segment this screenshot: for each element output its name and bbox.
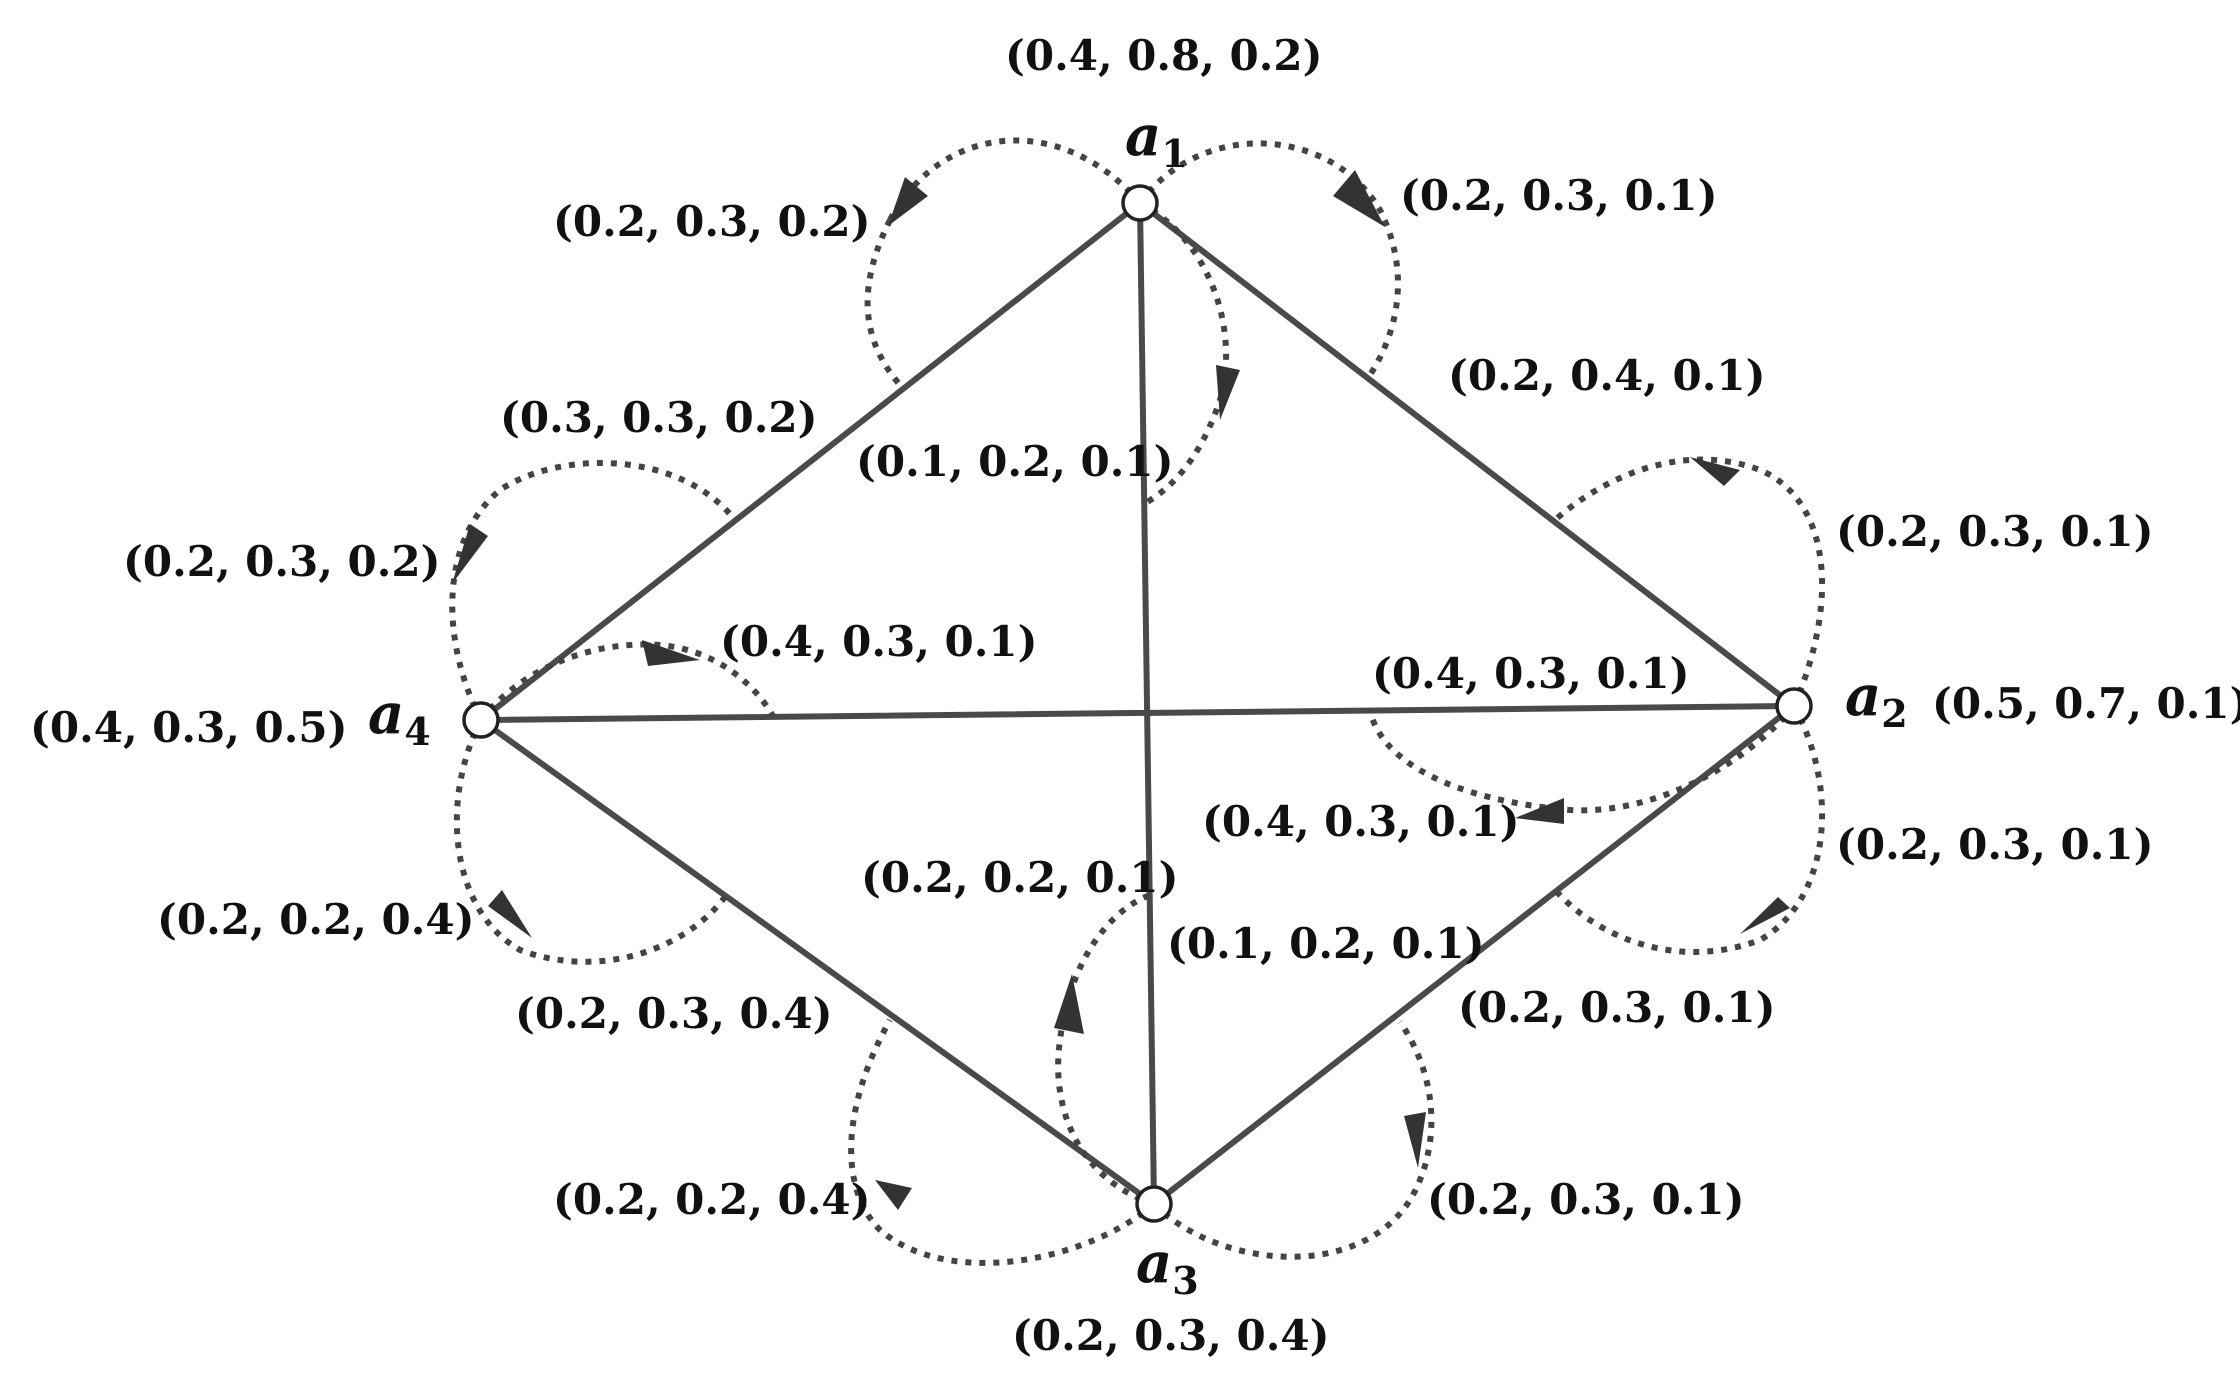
edge-a3-a4	[478, 717, 1157, 1207]
vertex-a4-node	[462, 701, 500, 739]
arc-a1-left-tail	[864, 218, 903, 387]
edge-a1-a2	[1137, 200, 1797, 709]
arc-a4-inner-label: (0.4, 0.3, 0.1)	[720, 617, 1037, 666]
vertex-a4-value: (0.4, 0.3, 0.5)	[30, 703, 347, 752]
vertex-a3-name: a3	[1136, 1230, 1199, 1303]
arc-a4-lower	[453, 718, 733, 965]
arc-a4-upper-arrowhead	[452, 524, 488, 584]
arc-a3-left-arrowhead	[875, 1180, 912, 1210]
arc-a1-left-arrowhead	[888, 177, 928, 226]
edge-a1-a4	[478, 200, 1143, 723]
edge-a2-a4	[478, 703, 1797, 723]
arc-a4-upper	[449, 460, 738, 722]
arc-a4-lower-label: (0.2, 0.2, 0.4)	[157, 895, 474, 944]
edge-a3-a4-label: (0.2, 0.3, 0.4)	[515, 989, 832, 1038]
arc-a3-left-label: (0.2, 0.2, 0.4)	[553, 1175, 870, 1224]
vertex-a2-name: a2	[1845, 663, 1908, 736]
vertex-a1-value: (0.4, 0.8, 0.2)	[1005, 31, 1322, 80]
arc-a2-inner-arrowhead	[1515, 798, 1564, 824]
edge-a2-a3	[1151, 703, 1797, 1207]
arc-a1-down-arrowhead	[1216, 365, 1240, 420]
arc-a2-lower-label: (0.2, 0.3, 0.1)	[1836, 820, 2153, 869]
vertex-a1-name: a1	[1125, 103, 1188, 176]
arc-a3-right-arrowhead	[1404, 1112, 1426, 1168]
arc-a2-inner	[1367, 704, 1797, 814]
arc-a4-lower-arrowhead	[488, 890, 532, 938]
arc-a2-lower	[1552, 704, 1826, 955]
arc-a2-inner-label: (0.4, 0.3, 0.1)	[1202, 797, 1519, 846]
edge-a1-a3-label: (0.1, 0.2, 0.1)	[1167, 919, 1484, 968]
arc-a4-inner	[478, 641, 778, 722]
vertex-a4-name: a4	[368, 681, 431, 754]
arc-a3-up	[1055, 892, 1155, 1207]
vertex-a1-node	[1121, 184, 1159, 222]
arc-a3-up-arrowhead	[1054, 974, 1084, 1034]
arc-a2-upper-arrowhead	[1690, 457, 1740, 486]
arc-a1-down-label: (0.1, 0.2, 0.1)	[856, 437, 1173, 486]
arc-a1-right	[1137, 140, 1401, 380]
vertex-a2-value: (0.5, 0.7, 0.1)	[1932, 679, 2240, 728]
vertex-a3-value: (0.2, 0.3, 0.4)	[1012, 1311, 1329, 1360]
edge-a1-a3	[1137, 200, 1157, 1207]
edge-a1-a2-label: (0.2, 0.4, 0.1)	[1448, 351, 1765, 400]
arc-a4-inner-arrowhead	[642, 640, 700, 666]
arc-a3-left	[848, 1018, 1156, 1266]
arc-a3-up-label: (0.2, 0.2, 0.1)	[861, 853, 1178, 902]
arc-a3-right	[1151, 1020, 1435, 1260]
arc-a1-right-arrowhead	[1333, 170, 1385, 227]
arc-a4-upper-label: (0.2, 0.3, 0.2)	[123, 537, 440, 586]
edge-a1-a4-label: (0.3, 0.3, 0.2)	[500, 393, 817, 442]
arc-a1-left-label: (0.2, 0.3, 0.2)	[553, 197, 870, 246]
arc-a2-upper-label: (0.2, 0.3, 0.1)	[1836, 507, 2153, 556]
arc-a2-lower-arrowhead	[1740, 897, 1790, 934]
arc-a3-right-label: (0.2, 0.3, 0.1)	[1427, 1175, 1744, 1224]
vertex-a3-node	[1135, 1185, 1173, 1223]
edge-a2-a3-label: (0.2, 0.3, 0.1)	[1458, 983, 1775, 1032]
vertex-a2-node	[1775, 687, 1813, 725]
arc-a1-right-label: (0.2, 0.3, 0.1)	[1400, 171, 1717, 220]
edge-a2-a4-label: (0.4, 0.3, 0.1)	[1372, 649, 1689, 698]
arc-a1-left	[887, 137, 1143, 222]
